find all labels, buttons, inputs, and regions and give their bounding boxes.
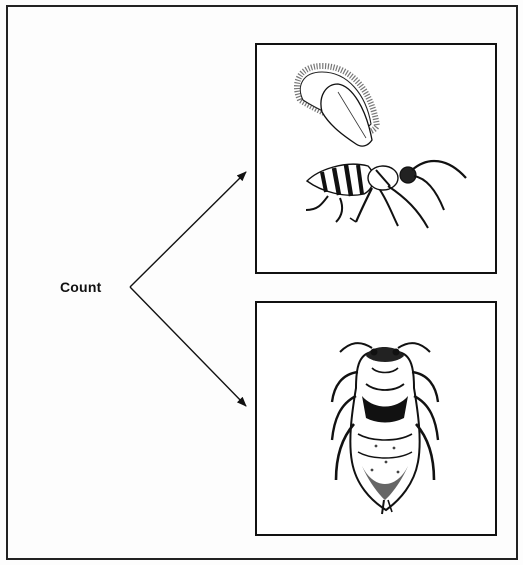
arrow-to-wasp bbox=[130, 172, 246, 287]
arrow-to-aphid bbox=[130, 287, 246, 406]
count-label: Count bbox=[60, 279, 101, 295]
wasp-box bbox=[256, 44, 496, 273]
